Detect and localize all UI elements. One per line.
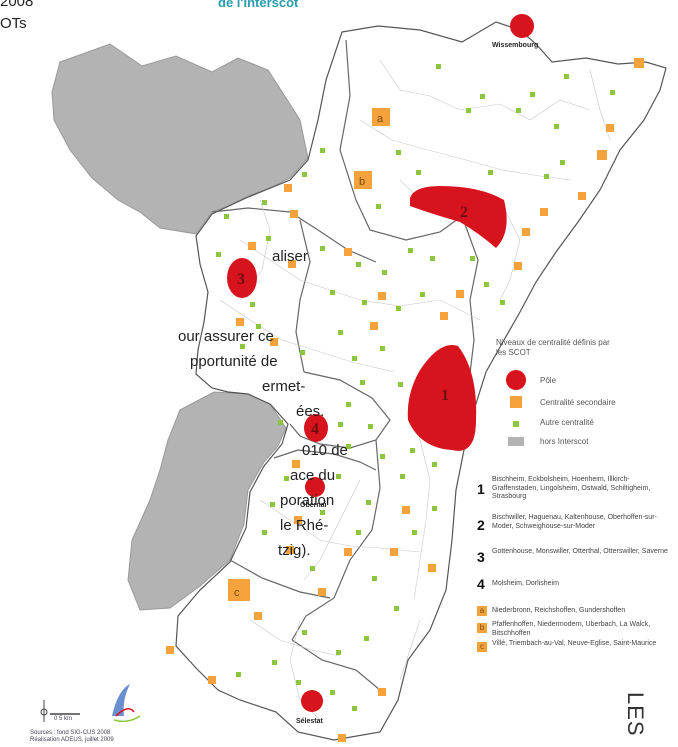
pole-list-num-1: 1 xyxy=(477,481,485,497)
pole-number-4: 4 xyxy=(311,421,319,438)
other-centrality-markers xyxy=(216,64,615,711)
pole-obernai xyxy=(305,477,325,497)
sources-line-1: Sources : fond SIG-CUS 2008 xyxy=(30,730,111,736)
letter-b: b xyxy=(359,176,365,188)
pole-list-text-4: Molsheim, Dorlisheim xyxy=(492,580,559,587)
pole-1 xyxy=(407,345,477,451)
outside-area-north-west xyxy=(51,43,309,235)
secondary-b xyxy=(354,171,372,189)
pole-4 xyxy=(304,414,328,442)
body-text-line-9: tzig). xyxy=(278,542,311,559)
pole-number-2: 2 xyxy=(460,204,468,221)
legend-other-label: Autre centralité xyxy=(540,418,594,427)
legend-outside-swatch xyxy=(508,437,524,446)
pole-list-num-4: 4 xyxy=(477,576,485,592)
intro-text-line-2: OTs xyxy=(0,15,27,32)
body-text-aliser: aliser xyxy=(272,248,308,265)
body-text-line-8: le Rhé- xyxy=(280,517,329,534)
body-text-line-5: 010 de xyxy=(302,442,348,459)
pole-selestat xyxy=(301,690,323,712)
secondary-a xyxy=(372,108,390,126)
compass-scale xyxy=(40,684,141,723)
pole-list-text-1: Bischheim, Eckbolsheim, Hoenheim, Illkir… xyxy=(492,476,651,500)
secondary-list-text-a: Niederbronn, Reichshoffen, Gundershoffen xyxy=(492,607,626,614)
pole-list-text-3: Gottenhouse, Monswiller, Otterthal, Otte… xyxy=(492,548,668,555)
body-text-line-2: pportunité de xyxy=(190,353,278,370)
city-label-wissembourg: Wissembourg xyxy=(492,42,538,49)
body-text-line-1: our assurer ce xyxy=(178,328,274,345)
legend-other-swatch xyxy=(513,421,519,427)
secondary-list-letter-b: b xyxy=(477,623,487,633)
legend-secondary-swatch xyxy=(510,396,522,408)
scale-label: 0 5 km xyxy=(54,716,73,722)
legend-pole-label: Pôle xyxy=(540,376,557,385)
pole-number-3: 3 xyxy=(237,271,245,288)
pole-number-1: 1 xyxy=(441,387,449,404)
pole-markers xyxy=(227,14,534,712)
secondary-c xyxy=(228,579,250,601)
secondary-list-letter-a: a xyxy=(477,606,487,616)
map-title-fragment: de l'Interscot xyxy=(218,0,299,10)
body-text-line-6: ace du xyxy=(290,467,336,484)
legend-pole-swatch xyxy=(506,370,526,390)
secondary-list-text-b: Pfaffenhoffen, Niedermodern, Uberbach, L… xyxy=(492,621,651,637)
pole-list-num-3: 3 xyxy=(477,549,485,565)
city-label-selestat: Sélestat xyxy=(296,718,324,725)
legend-outside-label: hors Interscot xyxy=(540,437,589,446)
letter-c: c xyxy=(234,587,240,599)
body-text-line-4: ées. xyxy=(296,403,325,420)
city-label-obernai: Obernai xyxy=(300,502,327,509)
pole-list-num-2: 2 xyxy=(477,517,485,533)
secondary-list-text-c: Villé, Triembach-au-Val, Neuve-Eglise, S… xyxy=(492,640,657,647)
secondary-list-letter-c: c xyxy=(477,642,487,652)
intro-text-line-1: 2008 xyxy=(0,0,34,10)
sources-line-2: Réalisation ADEUS, juillet 2009 xyxy=(30,737,114,743)
body-text-line-3: ermet- xyxy=(262,378,306,395)
pole-3 xyxy=(227,258,257,298)
legend-secondary-label: Centralité secondaire xyxy=(540,398,616,407)
secondary-markers xyxy=(166,58,644,742)
side-text: LES xyxy=(623,692,648,737)
body-text-line-7: poration xyxy=(280,492,335,509)
pole-wissembourg xyxy=(510,14,534,38)
legend-title: Niveaux de centralité définis par les SC… xyxy=(496,338,610,357)
pole-2 xyxy=(410,186,507,248)
pole-list-text-2: Bischwiller, Haguenau, Kaltenhouse, Ober… xyxy=(492,514,657,530)
letter-a: a xyxy=(377,113,384,125)
